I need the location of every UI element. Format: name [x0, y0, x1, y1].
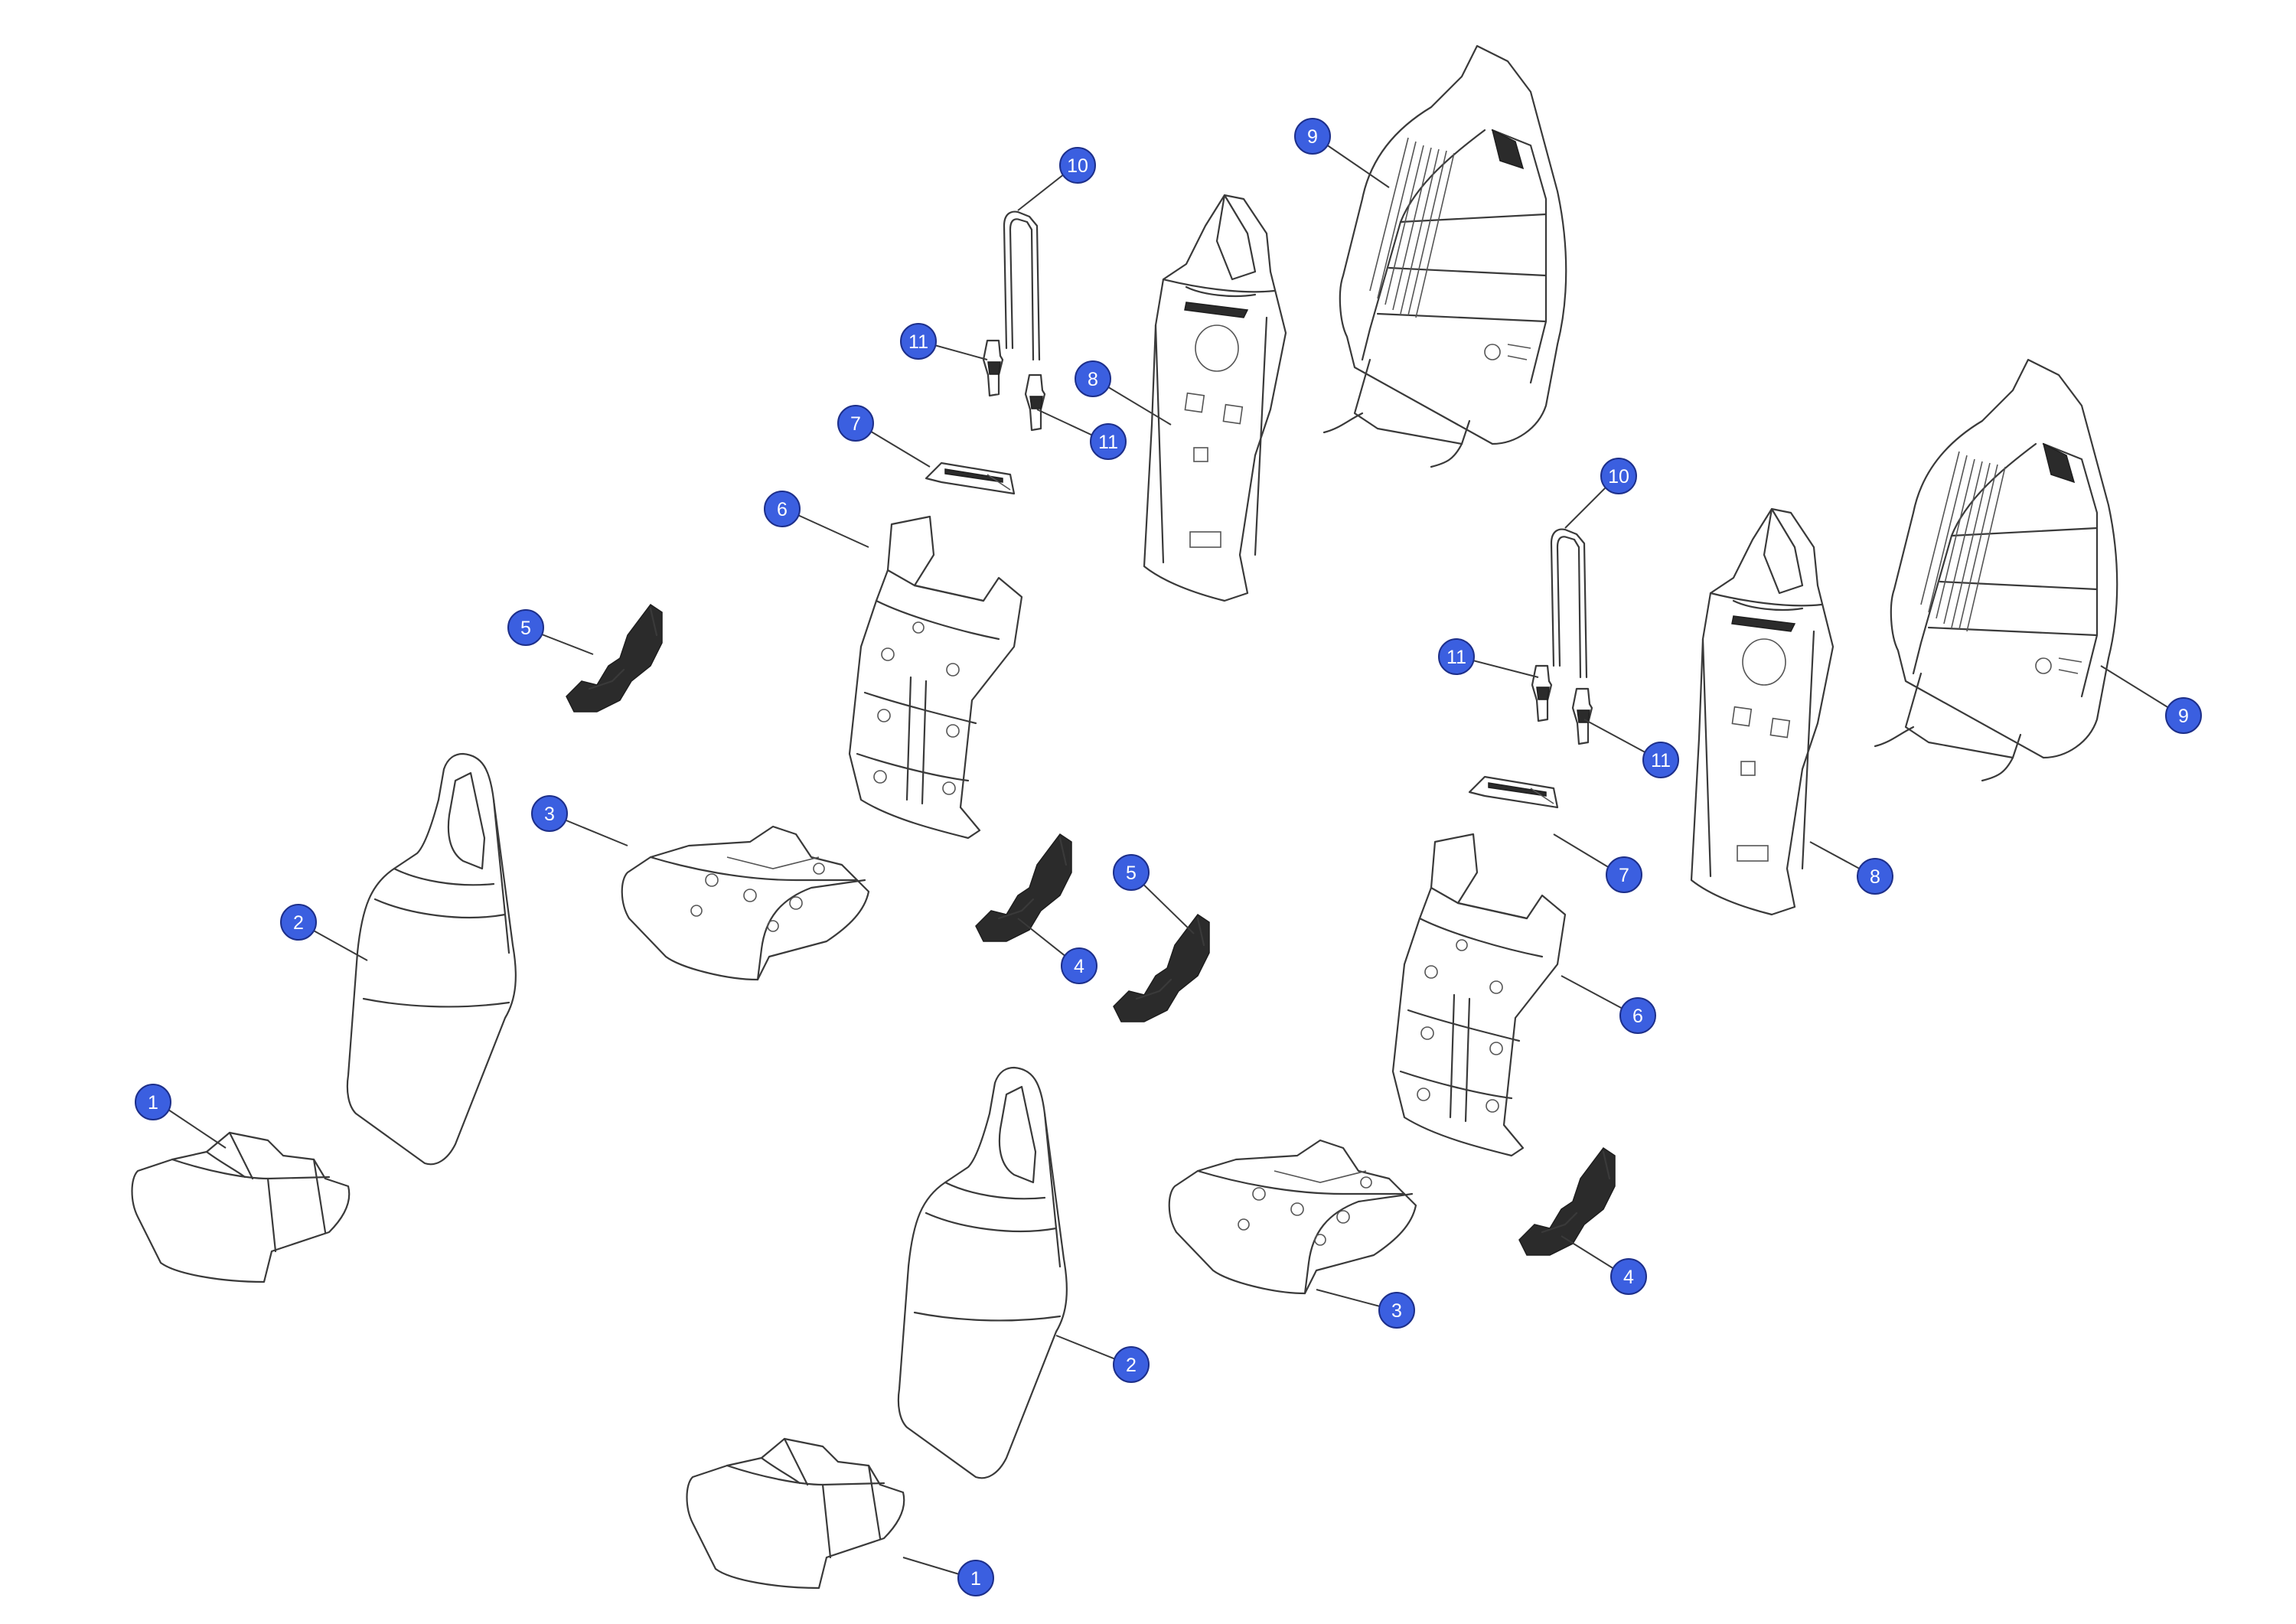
- callout-1-right: 1: [957, 1560, 994, 1596]
- svg-text:11: 11: [1651, 750, 1671, 771]
- trim-strip-right: [1468, 775, 1559, 809]
- backrest-frame-right: [1690, 507, 1835, 916]
- svg-text:4: 4: [1623, 1267, 1634, 1288]
- callout-11-left-top: 11: [900, 323, 937, 360]
- headrest-guide-right-2: [1571, 687, 1593, 745]
- cushion-cover-right: [686, 1437, 905, 1590]
- svg-text:8: 8: [1870, 866, 1880, 888]
- seat-rail-right-rear: [1112, 913, 1211, 1023]
- seat-rail-left-rear: [565, 603, 664, 713]
- backrest-shell-left: [1322, 44, 1567, 468]
- callout-3-left: 3: [531, 795, 568, 832]
- headrest-guide-right-1: [1531, 664, 1553, 722]
- svg-text:9: 9: [1307, 126, 1318, 148]
- headrest-rod-right: [1550, 528, 1588, 679]
- callout-11-right-top: 11: [1438, 638, 1475, 675]
- headrest-guide-left-1: [982, 339, 1004, 397]
- callout-11-left-bottom: 11: [1090, 423, 1127, 460]
- callout-4-right: 4: [1610, 1258, 1647, 1295]
- backrest-frame-left: [1143, 194, 1287, 602]
- cushion-cover-left: [131, 1131, 351, 1283]
- backrest-pad-left: [848, 515, 1023, 840]
- callout-2-right: 2: [1113, 1346, 1150, 1383]
- cushion-shell-left: [621, 825, 870, 981]
- callout-5-left: 5: [507, 609, 544, 646]
- seat-assembly-left: [131, 44, 1567, 1283]
- callout-8-left: 8: [1075, 360, 1111, 397]
- callout-10-right: 10: [1600, 458, 1637, 494]
- svg-text:9: 9: [2178, 706, 2189, 727]
- headrest-guide-left-2: [1024, 373, 1046, 432]
- seat-rail-left-front: [974, 833, 1073, 943]
- svg-text:4: 4: [1074, 956, 1084, 977]
- svg-text:5: 5: [1126, 863, 1137, 884]
- svg-text:5: 5: [520, 618, 531, 639]
- callout-6-right: 6: [1619, 997, 1656, 1034]
- callout-10-left: 10: [1059, 147, 1096, 184]
- svg-text:1: 1: [148, 1092, 158, 1114]
- svg-text:11: 11: [1446, 647, 1466, 668]
- callout-1-left: 1: [135, 1084, 171, 1120]
- svg-text:11: 11: [908, 331, 928, 353]
- svg-text:2: 2: [1126, 1355, 1137, 1376]
- callout-11-right-bottom: 11: [1642, 742, 1679, 778]
- svg-text:10: 10: [1608, 466, 1629, 488]
- callout-7-left: 7: [837, 405, 874, 442]
- callout-9-left: 9: [1294, 118, 1331, 155]
- callout-6-left: 6: [764, 491, 801, 527]
- svg-text:3: 3: [544, 804, 555, 825]
- backrest-shell-right: [1874, 358, 2118, 782]
- svg-text:6: 6: [1632, 1006, 1643, 1027]
- callout-7-right: 7: [1606, 856, 1642, 893]
- headrest-rod-left: [1003, 210, 1041, 361]
- svg-text:8: 8: [1088, 369, 1098, 390]
- backrest-pad-right: [1391, 833, 1567, 1157]
- callout-4-left: 4: [1061, 947, 1097, 984]
- callout-5-right: 5: [1113, 854, 1150, 891]
- svg-text:1: 1: [970, 1568, 981, 1590]
- callout-9-right: 9: [2165, 697, 2202, 734]
- svg-text:11: 11: [1098, 432, 1118, 453]
- svg-text:10: 10: [1067, 155, 1088, 177]
- backrest-cover-right: [897, 1066, 1068, 1479]
- trim-strip-left: [925, 461, 1016, 495]
- svg-text:7: 7: [1619, 865, 1629, 886]
- callout-8-right: 8: [1857, 858, 1893, 895]
- svg-text:3: 3: [1391, 1300, 1402, 1322]
- svg-text:6: 6: [777, 499, 788, 520]
- callout-2-left: 2: [280, 904, 317, 941]
- svg-text:7: 7: [850, 413, 861, 435]
- svg-text:2: 2: [293, 912, 304, 934]
- cushion-shell-right: [1168, 1139, 1417, 1295]
- callout-3-right: 3: [1378, 1292, 1415, 1329]
- backrest-cover-left: [346, 752, 517, 1166]
